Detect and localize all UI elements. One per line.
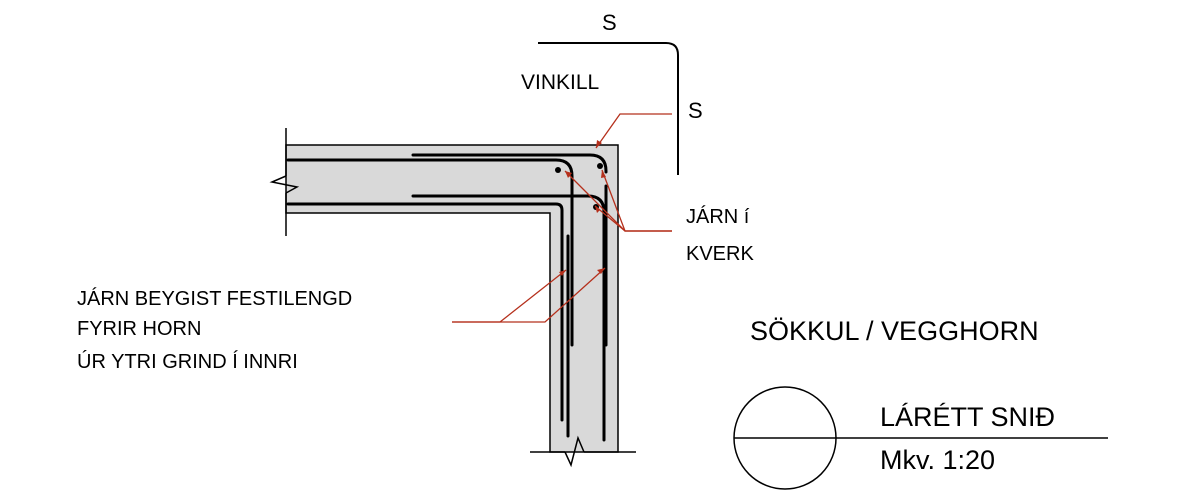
scale-label: Mkv. 1:20 <box>880 445 995 475</box>
drawing-title: SÖKKUL / VEGGHORN <box>750 316 1039 346</box>
leader-arrowheads <box>559 140 606 276</box>
vinkill-angle-symbol <box>538 42 679 175</box>
festilengd-label-line2: FYRIR HORN <box>77 318 201 340</box>
jarn-i-kverk-label-line1: JÁRN í <box>686 205 750 228</box>
leader-lines <box>452 113 672 323</box>
s-label-side: S <box>688 98 703 123</box>
festilengd-label-line3: ÚR YTRI GRIND Í INNRI <box>77 350 298 373</box>
corner-bar-dot <box>597 163 603 169</box>
festilengd-label-line1: JÁRN BEYGIST FESTILENGD <box>77 287 352 310</box>
bottom-break-line <box>530 435 636 468</box>
section-title: LÁRÉTT SNIÐ <box>880 402 1055 432</box>
corner-bar-dot <box>555 167 561 173</box>
vinkill-label: VINKILL <box>521 71 599 94</box>
section-marker <box>733 386 1108 490</box>
left-break-line <box>269 128 300 236</box>
s-label-top: S <box>602 10 617 35</box>
jarn-i-kverk-label-line2: KVERK <box>686 243 754 265</box>
